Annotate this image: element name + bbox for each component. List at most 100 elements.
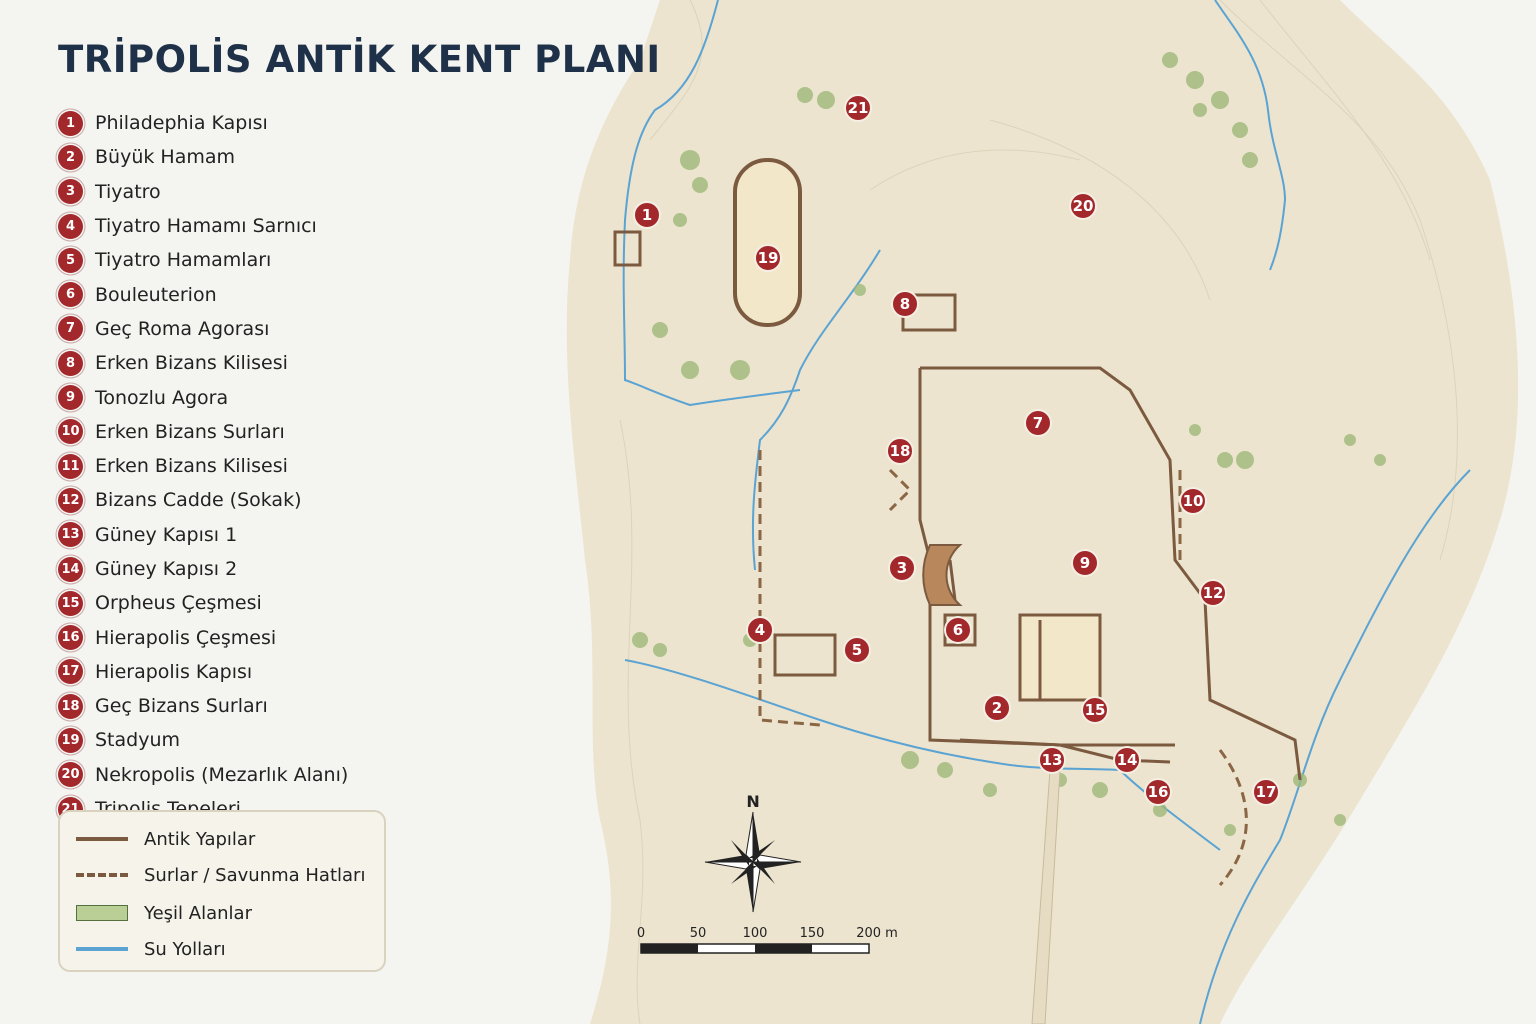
marker-4-label: 4 bbox=[755, 621, 765, 639]
marker-9-label: 9 bbox=[1080, 554, 1090, 572]
compass-north-label: N bbox=[746, 792, 759, 811]
marker-6-label: 6 bbox=[953, 621, 963, 639]
marker-13[interactable]: 13 bbox=[1038, 746, 1066, 774]
legend-green-areas-label: Yeşil Alanlar bbox=[144, 902, 252, 924]
marker-18-label: 18 bbox=[890, 442, 911, 460]
poi-badge-7: 7 bbox=[58, 316, 83, 342]
poi-badge-9: 9 bbox=[58, 385, 83, 411]
poi-item-4[interactable]: 4 Tiyatro Hamamı Sarnıcı bbox=[58, 209, 478, 243]
marker-9[interactable]: 9 bbox=[1071, 549, 1099, 577]
poi-label-20: Nekropolis (Mezarlık Alanı) bbox=[95, 763, 349, 786]
poi-item-5[interactable]: 5 Tiyatro Hamamları bbox=[58, 243, 478, 277]
legend-ancient-structures-label: Antik Yapılar bbox=[144, 828, 256, 850]
poi-item-20[interactable]: 20 Nekropolis (Mezarlık Alanı) bbox=[58, 758, 478, 792]
marker-18[interactable]: 18 bbox=[886, 437, 914, 465]
legend-ancient-structures: Antik Yapılar bbox=[76, 824, 255, 854]
marker-19[interactable]: 19 bbox=[754, 244, 782, 272]
poi-badge-11: 11 bbox=[58, 453, 83, 479]
poi-badge-14: 14 bbox=[58, 556, 83, 582]
legend-walls: Surlar / Savunma Hatları bbox=[76, 860, 365, 890]
legend-waterways-label: Su Yolları bbox=[144, 938, 226, 960]
marker-14-label: 14 bbox=[1117, 751, 1138, 769]
legend-solid-line-swatch bbox=[76, 837, 128, 841]
marker-2[interactable]: 2 bbox=[983, 694, 1011, 722]
marker-10[interactable]: 10 bbox=[1179, 487, 1207, 515]
marker-1-label: 1 bbox=[642, 206, 652, 224]
scale-tick-0: 0 bbox=[637, 926, 645, 941]
marker-13-label: 13 bbox=[1042, 751, 1063, 769]
poi-item-9[interactable]: 9 Tonozlu Agora bbox=[58, 380, 478, 414]
marker-21-label: 21 bbox=[848, 99, 869, 117]
marker-21[interactable]: 21 bbox=[844, 94, 872, 122]
marker-12[interactable]: 12 bbox=[1199, 579, 1227, 607]
terrain-layer bbox=[566, 0, 1519, 1024]
green-areas bbox=[632, 52, 1386, 836]
poi-badge-10: 10 bbox=[58, 419, 83, 445]
water-layer bbox=[622, 0, 1471, 1024]
marker-16-label: 16 bbox=[1148, 783, 1169, 801]
marker-1[interactable]: 1 bbox=[633, 201, 661, 229]
poi-item-11[interactable]: 11 Erken Bizans Kilisesi bbox=[58, 449, 478, 483]
poi-label-18: Geç Bizans Surları bbox=[95, 695, 268, 718]
marker-6[interactable]: 6 bbox=[944, 616, 972, 644]
poi-label-4: Tiyatro Hamamı Sarnıcı bbox=[95, 215, 317, 238]
poi-label-9: Tonozlu Agora bbox=[95, 386, 229, 409]
poi-badge-2: 2 bbox=[58, 144, 83, 170]
scale-tick-200: 200 m bbox=[856, 926, 898, 941]
legend-water-swatch bbox=[76, 947, 128, 951]
marker-3[interactable]: 3 bbox=[888, 554, 916, 582]
marker-7[interactable]: 7 bbox=[1024, 409, 1052, 437]
marker-12-label: 12 bbox=[1203, 584, 1224, 602]
scale-tick-150: 150 bbox=[800, 926, 825, 941]
map-markers[interactable]: 1 2 3 4 5 6 7 8 9 10 12 13 14 15 16 17 1… bbox=[633, 94, 1280, 806]
theatre bbox=[922, 544, 963, 606]
marker-20[interactable]: 20 bbox=[1069, 192, 1097, 220]
poi-badge-3: 3 bbox=[58, 179, 83, 205]
marker-15[interactable]: 15 bbox=[1081, 696, 1109, 724]
poi-label-6: Bouleuterion bbox=[95, 283, 217, 306]
poi-label-12: Bizans Cadde (Sokak) bbox=[95, 489, 302, 512]
marker-15-label: 15 bbox=[1085, 701, 1106, 719]
marker-4[interactable]: 4 bbox=[746, 616, 774, 644]
marker-16[interactable]: 16 bbox=[1144, 778, 1172, 806]
marker-17[interactable]: 17 bbox=[1252, 778, 1280, 806]
poi-badge-5: 5 bbox=[58, 247, 83, 273]
marker-20-label: 20 bbox=[1073, 197, 1094, 215]
poi-label-2: Büyük Hamam bbox=[95, 146, 235, 169]
poi-item-2[interactable]: 2 Büyük Hamam bbox=[58, 140, 478, 174]
marker-3-label: 3 bbox=[897, 559, 907, 577]
marker-19-label: 19 bbox=[758, 249, 779, 267]
page-title: TRİPOLİS ANTİK KENT PLANI bbox=[58, 38, 661, 81]
scale-tick-50: 50 bbox=[690, 926, 707, 941]
legend-walls-label: Surlar / Savunma Hatları bbox=[144, 864, 366, 886]
poi-item-14[interactable]: 14 Güney Kapısı 2 bbox=[58, 552, 478, 586]
poi-label-11: Erken Bizans Kilisesi bbox=[95, 455, 288, 478]
marker-8[interactable]: 8 bbox=[891, 290, 919, 318]
marker-14[interactable]: 14 bbox=[1113, 746, 1141, 774]
poi-label-13: Güney Kapısı 1 bbox=[95, 523, 238, 546]
poi-badge-4: 4 bbox=[58, 213, 83, 239]
poi-badge-16: 16 bbox=[58, 625, 83, 651]
poi-badge-20: 20 bbox=[58, 762, 83, 788]
poi-label-1: Philadephia Kapısı bbox=[95, 112, 268, 135]
marker-5[interactable]: 5 bbox=[843, 636, 871, 664]
marker-2-label: 2 bbox=[992, 699, 1002, 717]
poi-label-5: Tiyatro Hamamları bbox=[95, 249, 272, 272]
poi-label-14: Güney Kapısı 2 bbox=[95, 558, 238, 580]
poi-label-19: Stadyum bbox=[95, 729, 181, 752]
